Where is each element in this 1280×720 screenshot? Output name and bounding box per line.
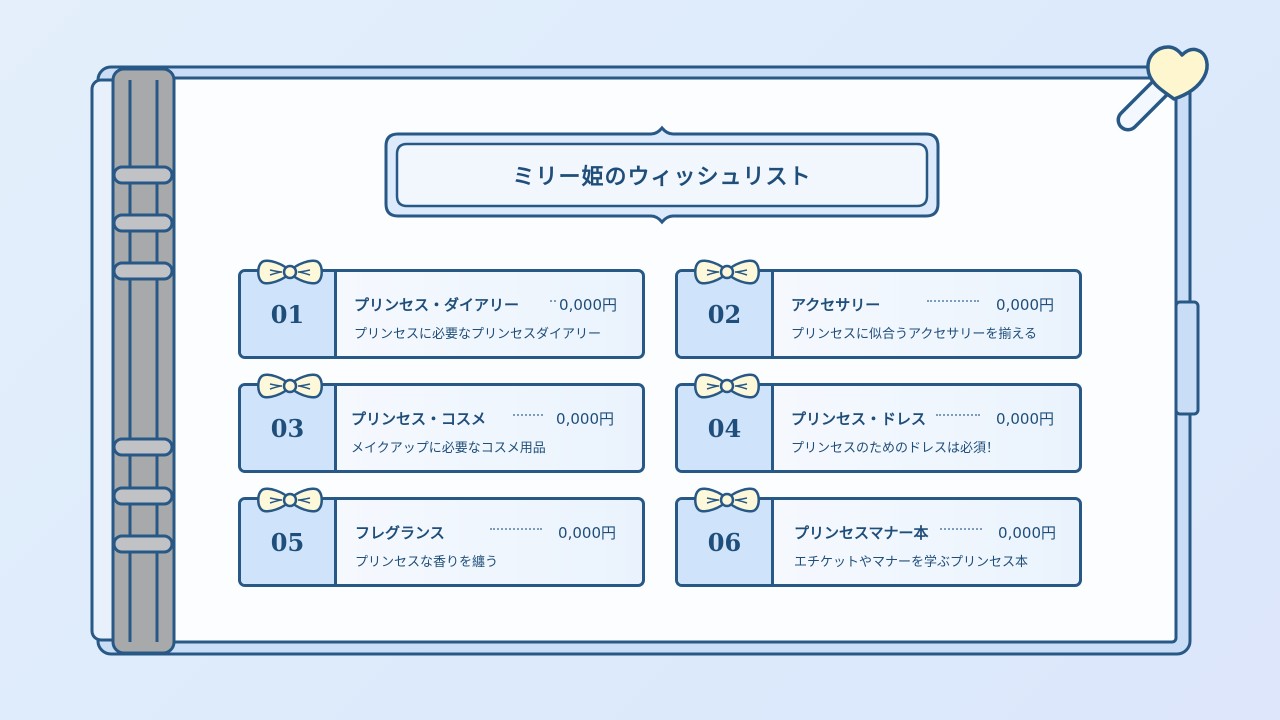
item-name: プリンセス・ダイアリー	[354, 296, 520, 314]
price-leader	[550, 300, 556, 302]
item-number: 06	[707, 527, 742, 557]
item-number: 04	[707, 413, 742, 443]
page-title: ミリー姫のウィッシュリスト	[512, 165, 812, 190]
item-price: 0,000円	[996, 410, 1054, 428]
item-name: フレグランス	[355, 524, 445, 542]
item-number-box: 01	[241, 272, 337, 356]
bow-icon	[694, 487, 760, 513]
item-number-box: 05	[241, 500, 337, 584]
item-name: プリンセス・コスメ	[351, 410, 487, 428]
item-number: 01	[270, 299, 305, 329]
item-name: アクセサリー	[791, 296, 881, 314]
bow-icon	[694, 259, 760, 285]
item-description: プリンセスのためのドレスは必須！	[791, 441, 1000, 456]
wishlist-card-02[interactable]: 02 アクセサリー 0,000円 プリンセスに似合うアクセサリーを揃える	[675, 259, 1082, 359]
item-name: プリンセスマナー本	[794, 524, 929, 542]
item-description: プリンセスに必要なプリンセスダイアリー	[354, 327, 602, 342]
item-price: 0,000円	[996, 296, 1054, 314]
price-leader	[936, 414, 980, 416]
item-price: 0,000円	[998, 524, 1056, 542]
item-number-box: 06	[678, 500, 774, 584]
bow-icon	[694, 373, 760, 399]
item-number: 05	[270, 527, 305, 557]
wishlist-card-04[interactable]: 04 プリンセス・ドレス 0,000円 プリンセスのためのドレスは必須！	[675, 373, 1082, 473]
wishlist-card-01[interactable]: 01 プリンセス・ダイアリー 0,000円 プリンセスに必要なプリンセスダイアリ…	[238, 259, 645, 359]
price-leader	[927, 300, 979, 302]
bow-icon	[257, 259, 323, 285]
item-number-box: 02	[678, 272, 774, 356]
item-number-box: 03	[241, 386, 337, 470]
item-description: プリンセスに似合うアクセサリーを揃える	[791, 327, 1037, 342]
price-leader	[940, 528, 982, 530]
price-leader	[513, 414, 543, 416]
bow-icon	[257, 373, 323, 399]
item-name: プリンセス・ドレス	[791, 410, 927, 428]
item-price: 0,000円	[556, 410, 614, 428]
price-leader	[490, 528, 542, 530]
bow-icon	[257, 487, 323, 513]
wishlist-card-05[interactable]: 05 フレグランス 0,000円 プリンセスな香りを纏う	[238, 487, 645, 587]
item-description: エチケットやマナーを学ぶプリンセス本	[794, 555, 1029, 570]
item-description: プリンセスな香りを纏う	[355, 555, 499, 570]
wishlist-card-03[interactable]: 03 プリンセス・コスメ 0,000円 メイクアップに必要なコスメ用品	[238, 373, 645, 473]
item-price: 0,000円	[559, 296, 617, 314]
item-price: 0,000円	[558, 524, 616, 542]
item-number: 03	[270, 413, 305, 443]
wishlist-card-06[interactable]: 06 プリンセスマナー本 0,000円 エチケットやマナーを学ぶプリンセス本	[675, 487, 1082, 587]
item-number: 02	[707, 299, 742, 329]
item-description: メイクアップに必要なコスメ用品	[351, 441, 546, 456]
item-number-box: 04	[678, 386, 774, 470]
